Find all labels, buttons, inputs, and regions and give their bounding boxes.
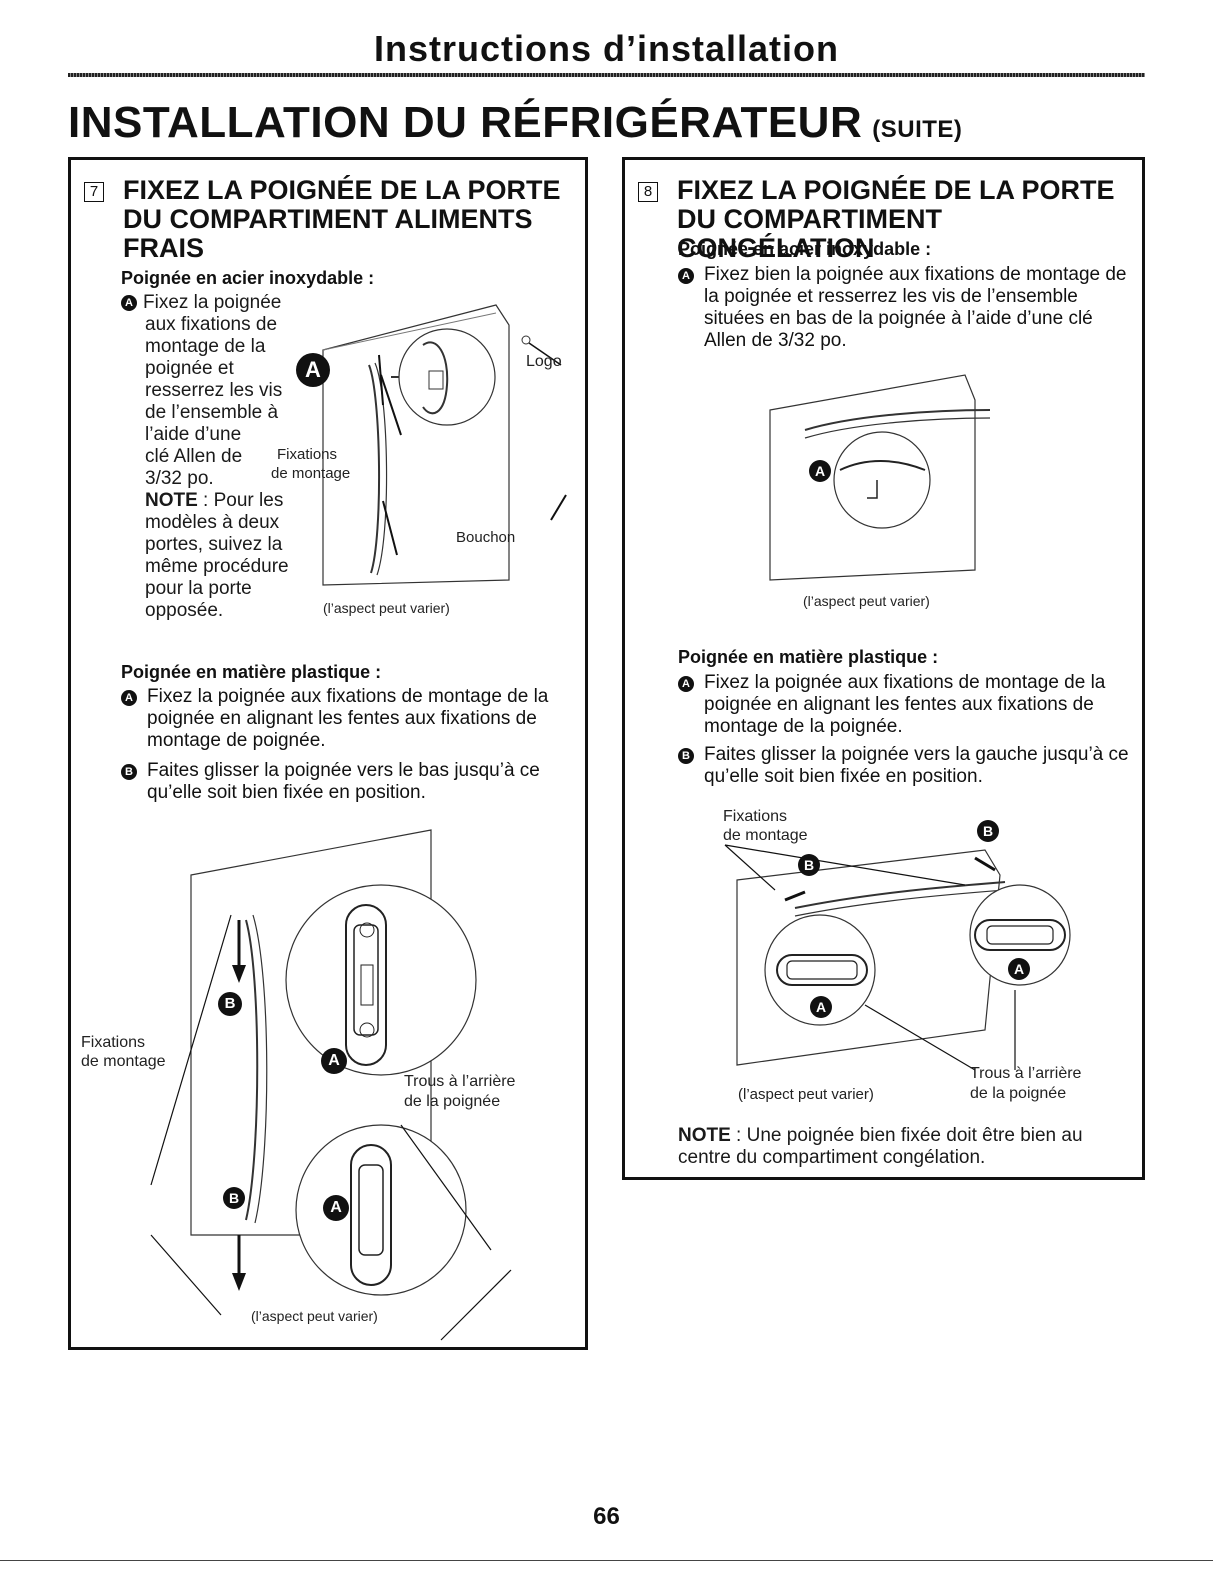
marker-b-icon: B <box>121 764 137 780</box>
step-7-panel: 7 FIXEZ LA POIGNÉE DE LA PORTE DU COMPAR… <box>68 157 588 1350</box>
step-8-title: FIXEZ LA POIGNÉE DE LA PORTE DU COMPARTI… <box>677 176 1142 263</box>
note-text: : Une poignée bien fixée doit être bien … <box>678 1125 1083 1168</box>
step-7-plastic-subhead: Poignée en matière plastique : <box>121 662 382 682</box>
step-7-title-line-3: FRAIS <box>123 233 204 263</box>
step-8-note: NOTE : Une poignée bien fixée doit être … <box>678 1125 1128 1169</box>
trous-label: Trous à l’arrière <box>970 1065 1082 1082</box>
marker-a-large-icon: A <box>296 353 330 387</box>
note-label: NOTE <box>145 490 198 511</box>
marker-a-icon: A <box>678 268 694 284</box>
text-line: aux fixations de <box>145 314 278 335</box>
figure-caption: (l’aspect peut varier) <box>803 593 930 609</box>
text-line: clé Allen de <box>145 446 243 467</box>
text-line: pour la porte <box>145 578 252 599</box>
item-text: Faites glisser la poignée vers la gauche… <box>704 744 1129 787</box>
step-7-stainless-subhead: Poignée en acier inoxydable : <box>121 268 375 288</box>
page-header-title: Instructions d’installation <box>373 28 840 69</box>
fixations-label: Fixations <box>723 808 788 825</box>
fixations-label: Fixations <box>277 446 338 463</box>
bouchon-label: Bouchon <box>456 529 516 546</box>
text-line: même procédure <box>145 556 289 577</box>
step-8-title-line-1: FIXEZ LA POIGNÉE DE LA PORTE <box>677 175 1115 205</box>
note-label: NOTE <box>678 1125 731 1146</box>
marker-a-icon: A <box>810 996 832 1018</box>
marker-b-icon: B <box>798 854 820 876</box>
figure-caption: (l’aspect peut varier) <box>738 1086 874 1103</box>
marker-b-icon: B <box>218 992 242 1016</box>
text-line: modèles à deux <box>145 512 280 533</box>
poignee-label: de la poignée <box>970 1085 1067 1102</box>
header-rule <box>68 73 1145 77</box>
marker-a-icon: A <box>323 1195 349 1221</box>
text-line: resserrez les vis <box>145 380 283 401</box>
step-7-title-line-1: FIXEZ LA POIGNÉE DE LA PORTE <box>123 175 561 205</box>
text-line: 3/32 po. <box>145 468 214 489</box>
section-title-suffix: (SUITE) <box>872 116 963 143</box>
step-7-number: 7 <box>84 182 104 202</box>
freezer-stainless-figure <box>769 374 991 581</box>
figure-caption: (l’aspect peut varier) <box>251 1308 378 1324</box>
step-7-title: FIXEZ LA POIGNÉE DE LA PORTE DU COMPARTI… <box>123 176 561 263</box>
montage-label: de montage <box>271 465 351 482</box>
step-8-stainless-item-a: A Fixez bien la poignée aux fixations de… <box>678 264 1128 352</box>
step-7-plastic-item-b: B Faites glisser la poignée vers le bas … <box>121 760 571 804</box>
marker-a-icon: A <box>678 676 694 692</box>
bottom-rule <box>0 1560 1213 1561</box>
poignee-label: de la poignée <box>404 1093 501 1110</box>
step-8-plastic-item-a: A Fixez la poignée aux fixations de mont… <box>678 672 1133 738</box>
marker-a-icon: A <box>121 295 137 311</box>
logo-label: Logo <box>526 353 562 370</box>
fixations-label: Fixations <box>81 1034 146 1051</box>
marker-a-icon: A <box>809 460 831 482</box>
figure-caption: (l’aspect peut varier) <box>323 600 450 616</box>
step-8-plastic-subhead: Poignée en matière plastique : <box>678 647 939 667</box>
text-line: montage de la <box>145 336 266 357</box>
step-8-stainless-subhead: Poignée en acier inoxydable : <box>678 239 932 259</box>
section-title: INSTALLATION DU RÉFRIGÉRATEUR (SUITE) <box>68 98 962 148</box>
page-number: 66 <box>593 1503 620 1530</box>
freezer-plastic-figure <box>724 844 1071 1071</box>
text-line: Fixez la poignée <box>143 292 282 313</box>
step-8-title-line-2: DU COMPARTIMENT CONGÉLATION <box>677 204 942 263</box>
step-8-number: 8 <box>638 182 658 202</box>
text-line: portes, suivez la <box>145 534 283 555</box>
item-text: Faites glisser la poignée vers le bas ju… <box>147 760 540 803</box>
step-7-title-line-2: DU COMPARTIMENT ALIMENTS <box>123 204 533 234</box>
text-line: opposée. <box>145 600 224 621</box>
item-text: Fixez la poignée aux fixations de montag… <box>704 672 1106 737</box>
marker-b-icon: B <box>678 748 694 764</box>
marker-b-icon: B <box>977 820 999 842</box>
marker-a-icon: A <box>121 690 137 706</box>
step-7-plastic-item-a: A Fixez la poignée aux fixations de mont… <box>121 686 571 752</box>
text-line: poignée et <box>145 358 234 379</box>
item-text: Fixez la poignée aux fixations de montag… <box>147 686 549 751</box>
plastic-handle-figure <box>150 829 512 1341</box>
section-title-text: INSTALLATION DU RÉFRIGÉRATEUR <box>68 98 863 147</box>
stainless-handle-figure <box>322 304 567 586</box>
montage-label: de montage <box>723 827 808 844</box>
text-line: de l’ensemble à <box>145 402 279 423</box>
step-8-panel: 8 FIXEZ LA POIGNÉE DE LA PORTE DU COMPAR… <box>622 157 1145 1180</box>
text-line: : Pour les <box>197 490 284 511</box>
item-text: Fixez bien la poignée aux fixations de m… <box>704 264 1127 351</box>
marker-b-icon: B <box>223 1187 245 1209</box>
marker-a-icon: A <box>1008 958 1030 980</box>
trous-label: Trous à l’arrière <box>404 1073 516 1090</box>
marker-a-icon: A <box>321 1048 347 1074</box>
text-line: l’aide d’une <box>145 424 242 445</box>
montage-label: de montage <box>81 1053 166 1070</box>
step-8-plastic-item-b: B Faites glisser la poignée vers la gauc… <box>678 744 1133 788</box>
step-7-stainless-text: A Fixez la poignée aux fixations de monta… <box>121 292 341 622</box>
